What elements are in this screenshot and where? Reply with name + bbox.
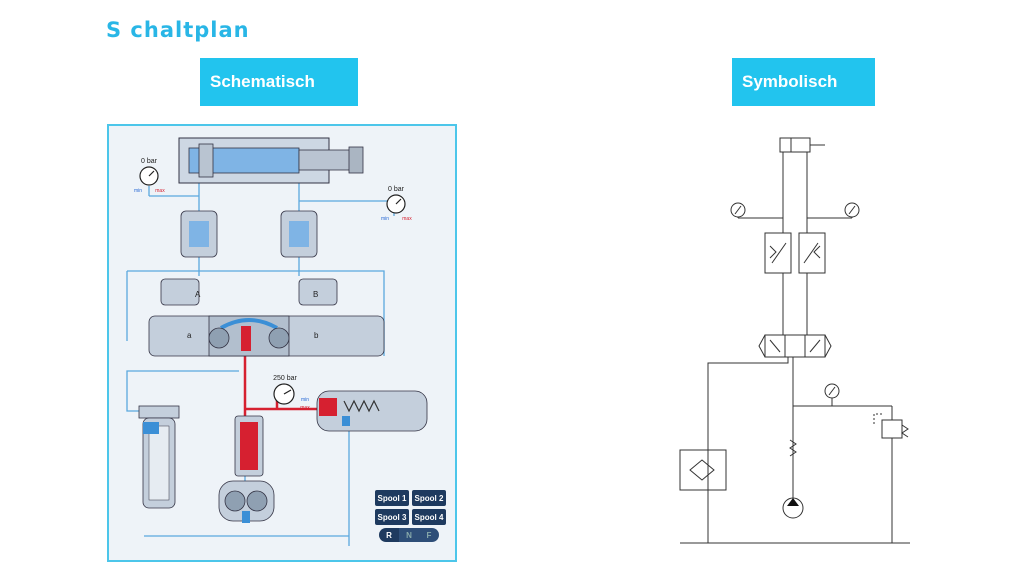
pressure-relief-valve: [316, 390, 428, 432]
gauge-right-min: min: [381, 216, 389, 222]
spool-4-button[interactable]: Spool 4: [412, 509, 446, 525]
schematic-diagram: 0 bar min max 0 bar min max A B a b: [126, 137, 428, 546]
symbol-directional-valve: [764, 334, 826, 358]
gear-pump: [218, 480, 275, 523]
mode-n-button[interactable]: N: [399, 528, 419, 542]
symbol-relief-valve: [881, 419, 903, 439]
spool-3-button[interactable]: Spool 3: [375, 509, 409, 525]
gauge-pressure-max: max: [300, 405, 310, 411]
symbol-gauge-left: [730, 202, 746, 218]
spool-1-button[interactable]: Spool 1: [375, 490, 409, 506]
pressure-gauge-left: 0 bar min max: [134, 158, 165, 194]
mode-r-button[interactable]: R: [379, 528, 399, 542]
flow-control-valve-right: [280, 210, 318, 258]
symbol-filter: [679, 449, 727, 491]
pressure-gauge-right: 0 bar min max: [381, 186, 412, 222]
system-pressure-gauge: 250 bar min max: [273, 375, 310, 411]
symbol-pump: [782, 497, 804, 519]
mode-f-button[interactable]: F: [419, 528, 439, 542]
schematic-diagram-panel: 0 bar min max 0 bar min max A B a b: [107, 124, 457, 562]
port-a-label: a: [187, 331, 192, 340]
symbol-gauge-right: [844, 202, 860, 218]
port-b-label: b: [314, 331, 319, 340]
gauge-right-value: 0 bar: [388, 186, 405, 193]
page-title: S chaltplan: [106, 18, 250, 42]
solenoid-b-label: B: [313, 290, 318, 299]
tank-filter: [138, 405, 180, 509]
flow-control-valve-left: [180, 210, 218, 258]
symbol-spring: [789, 439, 797, 457]
symbol-flow-valve-right: [798, 232, 826, 274]
symbolic-diagram: [679, 137, 910, 544]
gauge-left-min: min: [134, 188, 142, 194]
gauge-pressure-min: min: [301, 397, 309, 403]
solenoid-a-label: A: [195, 290, 201, 299]
check-valve-block: [234, 415, 264, 477]
gauge-left-value: 0 bar: [141, 158, 158, 165]
gauge-pressure-value: 250 bar: [273, 375, 297, 382]
directional-valve: A B a b: [148, 278, 385, 357]
schematic-header: Schematisch: [200, 58, 358, 106]
symbol-flow-valve-left: [764, 232, 792, 274]
gauge-right-max: max: [402, 216, 412, 222]
symbolic-header: Symbolisch: [732, 58, 875, 106]
spool-2-button[interactable]: Spool 2: [412, 490, 446, 506]
hydraulic-cylinder: [178, 137, 364, 184]
cylinder-symbol: [779, 137, 811, 153]
gauge-left-max: max: [155, 188, 165, 194]
symbol-gauge-system: [824, 383, 840, 399]
